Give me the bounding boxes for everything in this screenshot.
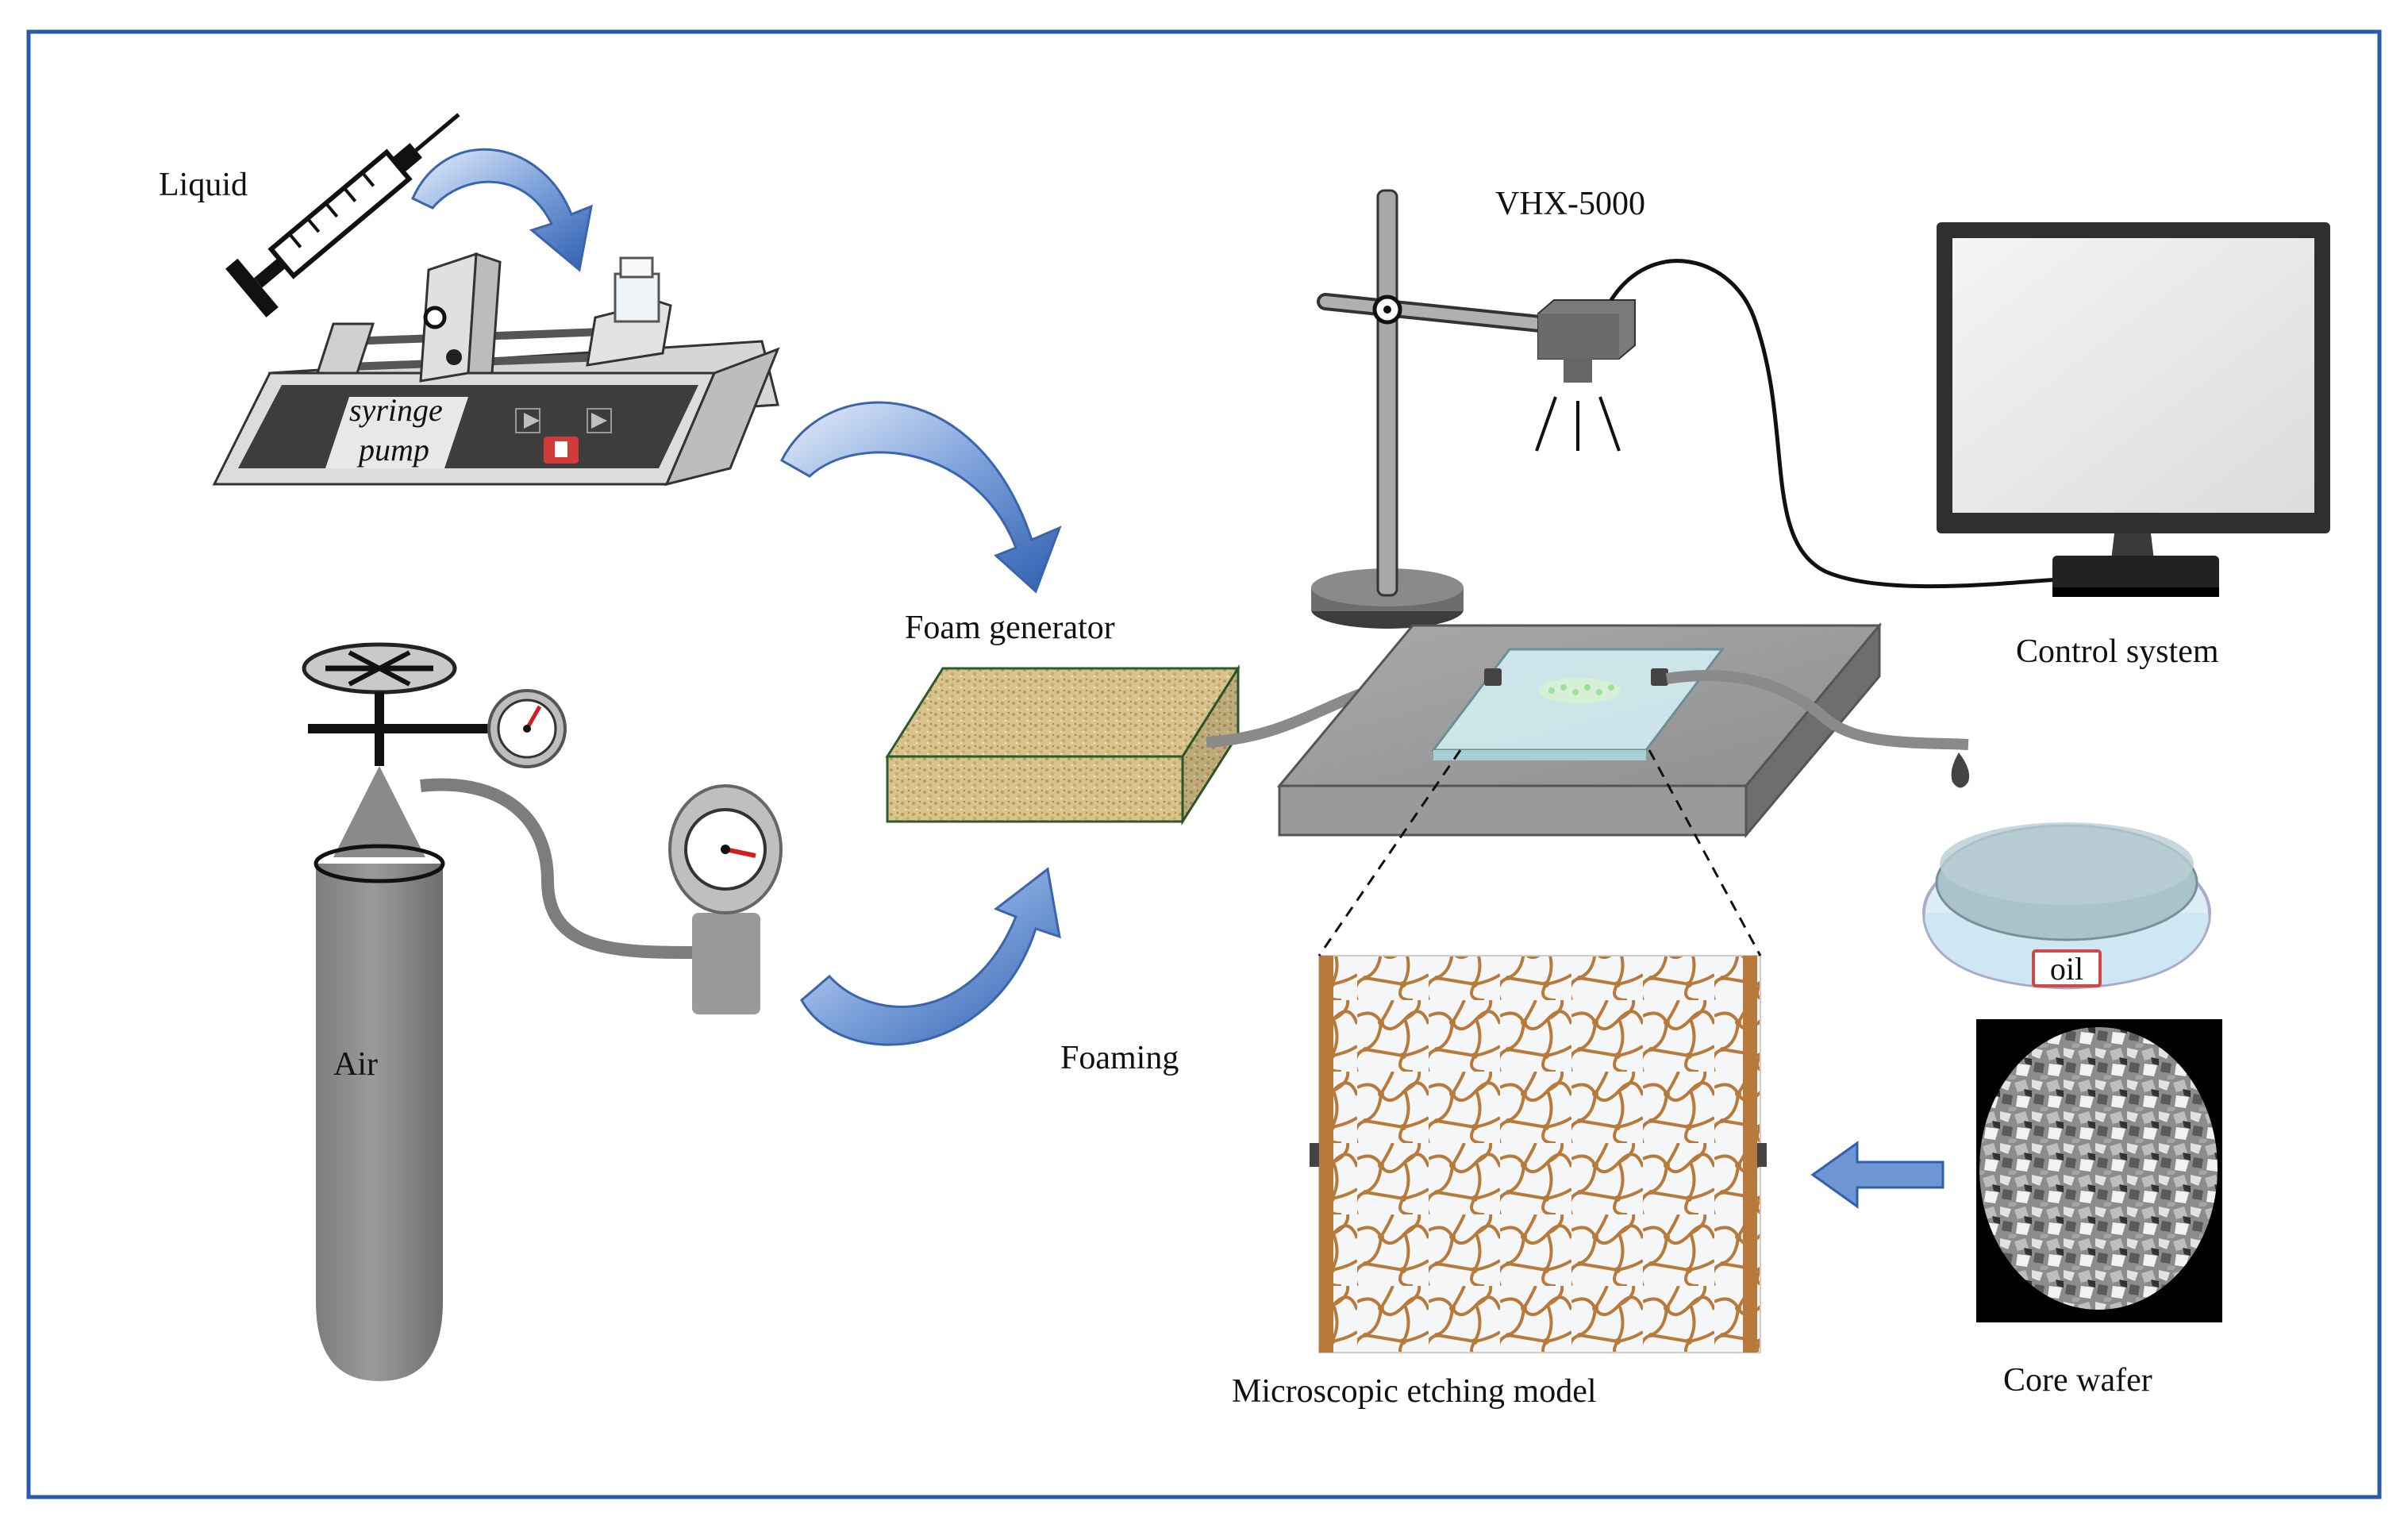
- microscopic-model-image: [1310, 955, 1767, 1353]
- syringe-pump: syringe pump: [212, 252, 780, 487]
- label-vhx: VHX-5000: [1495, 186, 1645, 222]
- arrow-wafer-to-model: [1810, 1141, 1944, 1209]
- oil-dish: oil: [1922, 822, 2211, 990]
- arrow-syringe-to-pump: [411, 148, 593, 272]
- pump-knob: [423, 306, 447, 329]
- foam-generator: [885, 664, 1241, 826]
- air-hose: [420, 778, 699, 959]
- syringe-icon: [225, 113, 460, 318]
- label-foam-generator: Foam generator: [905, 610, 1115, 646]
- oil-label: oil: [2050, 951, 2083, 987]
- arrow-gauge-to-foam: [800, 867, 1061, 1046]
- zoom-line-right: [1648, 749, 1762, 956]
- core-wafer-image: [1976, 1019, 2222, 1322]
- stage-plate: [1276, 622, 1883, 839]
- microscope-stand: [1311, 189, 1636, 629]
- pump-button-right: [587, 408, 612, 433]
- label-liquid: Liquid: [159, 167, 248, 203]
- label-air: Air: [333, 1046, 378, 1083]
- label-foaming: Foaming: [1060, 1040, 1179, 1076]
- pressure-gauge: [668, 784, 783, 1014]
- air-cylinder: [302, 642, 567, 1381]
- pump-label-line2: pump: [356, 432, 429, 468]
- oil-drop: [1951, 752, 1970, 788]
- label-control-system: Control system: [2016, 633, 2219, 670]
- zoom-line-left: [1317, 749, 1462, 956]
- label-microscopic-model: Microscopic etching model: [1232, 1373, 1597, 1410]
- pump-button-left: [515, 408, 540, 433]
- tube-model-to-oil: [1665, 670, 1969, 750]
- arrow-pump-to-foam: [780, 401, 1062, 594]
- frame-border: [26, 29, 2382, 1499]
- camera-cable: [1609, 259, 2064, 589]
- pump-label-line1: syringe: [349, 392, 443, 428]
- label-core-wafer: Core wafer: [2003, 1362, 2152, 1399]
- monitor: [1937, 222, 2330, 597]
